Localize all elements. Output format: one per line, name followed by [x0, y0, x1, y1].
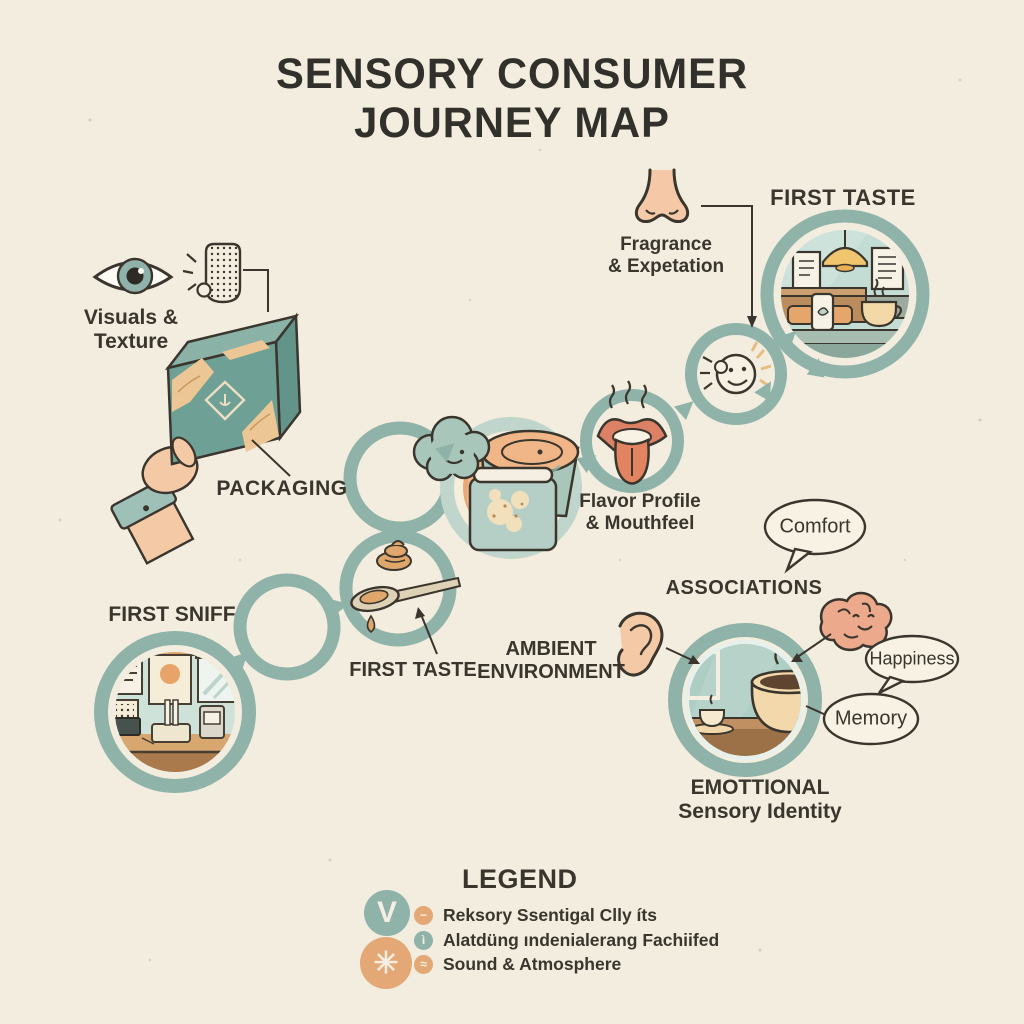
texture-touch-icon [182, 242, 242, 304]
jar-icon [468, 466, 558, 552]
legend-title: LEGEND [462, 864, 578, 894]
v-badge-icon: V [364, 890, 410, 936]
packaging-box-icon [110, 312, 302, 565]
chain-ring-empty-1 [233, 573, 341, 681]
asterisk-badge-icon: ✳ [360, 937, 412, 989]
legend-item: ì Alatdüng ındenialerang Fachiifed [414, 928, 719, 952]
ambient-environment-label: AMBIENT ENVIRONMENT [477, 638, 625, 683]
legend-item: − Reksory Ssentigal Clly íts [414, 903, 657, 927]
emotional-label: EMOTTIONAL Sensory Identity [678, 776, 842, 824]
emotional-scene [668, 623, 822, 777]
legend-item-label: Reksory Ssentigal Clly íts [443, 904, 657, 925]
speech-bubbles [763, 498, 960, 746]
first-taste-scene [760, 209, 930, 379]
minus-bullet-icon: − [414, 905, 433, 925]
brain-icon [819, 591, 893, 652]
connector-lines [243, 205, 832, 716]
associations-label: ASSOCIATIONS [665, 577, 823, 599]
ear-icon [617, 611, 664, 677]
tongue-stage [580, 380, 684, 493]
flavor-profile-label: Flavor Profile & Mouthfeel [579, 491, 701, 534]
info-bullet-icon: ì [414, 930, 433, 950]
memory-bubble-text: Memory [834, 707, 908, 730]
v-badge-glyph: V [376, 896, 397, 929]
legend-item-label: Alatdüng ındenialerang Fachiifed [443, 929, 720, 950]
happiness-bubble-text: Happiness [869, 648, 955, 669]
comfort-bubble-text: Comfort [779, 515, 851, 538]
page-title: SENSORY CONSUMER JOURNEY MAP [275, 50, 749, 148]
eye-icon [92, 257, 174, 295]
tongue-icon [596, 380, 668, 485]
wave-bullet-icon: ≈ [414, 954, 433, 974]
first-sniff-scene [94, 631, 256, 793]
asterisk-badge-glyph: ✳ [373, 946, 399, 980]
first-sniff-label: FIRST SNIFF [108, 603, 236, 626]
packaging-label: PACKAGING [216, 477, 348, 500]
spoon-taste-icon [350, 540, 462, 633]
first-taste-top-label: FIRST TASTE [770, 185, 916, 210]
paper-speckles [58, 78, 982, 962]
legend-item: ≈ Sound & Atmosphere [414, 952, 621, 976]
legend-item-label: Sound & Atmosphere [443, 953, 622, 974]
aroma-jar-scene [412, 415, 582, 559]
first-taste-mid-label: FIRST TASTE [349, 659, 477, 681]
happiness-bubble [864, 634, 960, 695]
smiley-doodle-icon [700, 341, 772, 395]
visuals-texture-label: Visuals & Texture [83, 306, 179, 354]
nose-icon [634, 168, 690, 224]
smiley-stage [685, 323, 787, 425]
comfort-bubble [763, 498, 867, 574]
memory-bubble [822, 692, 920, 746]
fragrance-label: Fragrance & Expetation [607, 234, 725, 277]
